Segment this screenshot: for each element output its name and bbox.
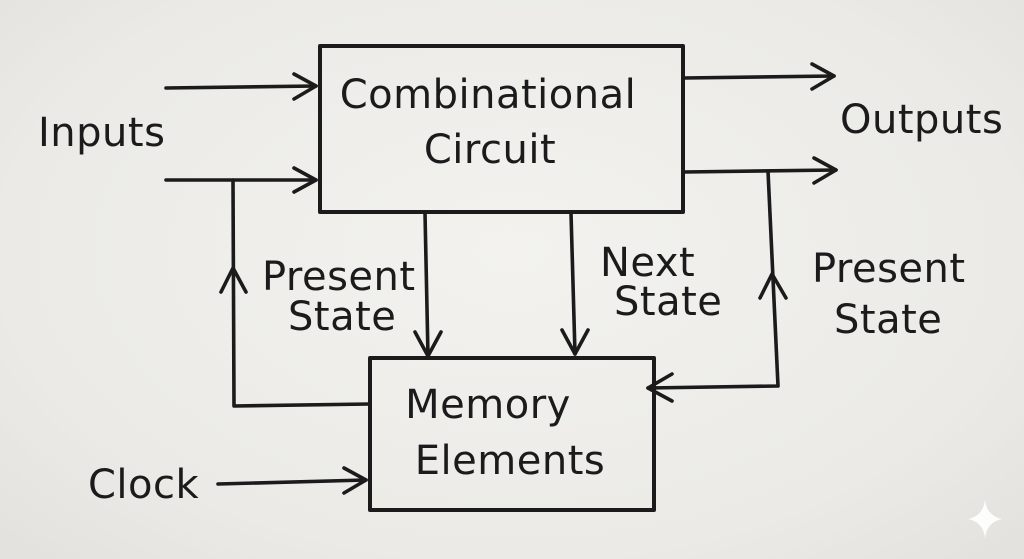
present-state-right-line1: Present (812, 246, 966, 292)
clock-wire (216, 478, 368, 486)
memory-label-line2: Elements (415, 438, 605, 484)
inputs-group: Inputs (38, 72, 318, 194)
combinational-circuit-box (318, 44, 685, 214)
clock-label: Clock (88, 462, 200, 508)
present-state-left-wire (231, 178, 372, 408)
next-state-wire (569, 211, 577, 356)
combinational-circuit-block: Combinational Circuit (318, 44, 685, 214)
input-arrow-1 (292, 72, 318, 101)
inputs-label: Inputs (38, 110, 165, 156)
next-state-line1: Next (600, 240, 695, 286)
present-state-right-arrow-left (646, 372, 674, 403)
output-wire-1 (682, 74, 836, 80)
next-state-arrow (560, 328, 590, 356)
memory-elements-box (368, 356, 656, 512)
input-wire-1 (164, 84, 318, 90)
clock-arrow (342, 466, 368, 495)
outputs-label: Outputs (840, 97, 1003, 143)
output-arrow-1 (810, 62, 836, 91)
present-state-left-path: Present State (219, 178, 416, 408)
clock-group: Clock (88, 462, 368, 508)
combinational-label-line2: Circuit (424, 127, 556, 173)
input-arrow-2 (292, 166, 318, 194)
down-wire-left (423, 211, 430, 358)
present-state-right-path: Present State (646, 169, 966, 403)
down-arrow-left (413, 330, 443, 358)
present-state-left-line2: State (288, 294, 396, 340)
present-state-right-wire (646, 169, 780, 390)
memory-elements-block: Memory Elements (368, 356, 656, 512)
present-state-right-line2: State (834, 297, 942, 343)
present-state-left-arrow (219, 266, 248, 294)
present-state-right-arrow-up (758, 272, 788, 300)
memory-label-line1: Memory (405, 382, 571, 428)
next-state-line2: State (614, 279, 722, 325)
combinational-label-line1: Combinational (340, 72, 636, 118)
output-wire-2 (682, 168, 838, 174)
down-path-left (413, 211, 443, 358)
output-arrow-2 (812, 156, 838, 185)
present-state-left-line1: Present (262, 254, 416, 300)
next-state-path: Next State (560, 211, 722, 356)
outputs-group: Outputs (682, 62, 1003, 185)
sparkle-icon (968, 500, 1002, 538)
